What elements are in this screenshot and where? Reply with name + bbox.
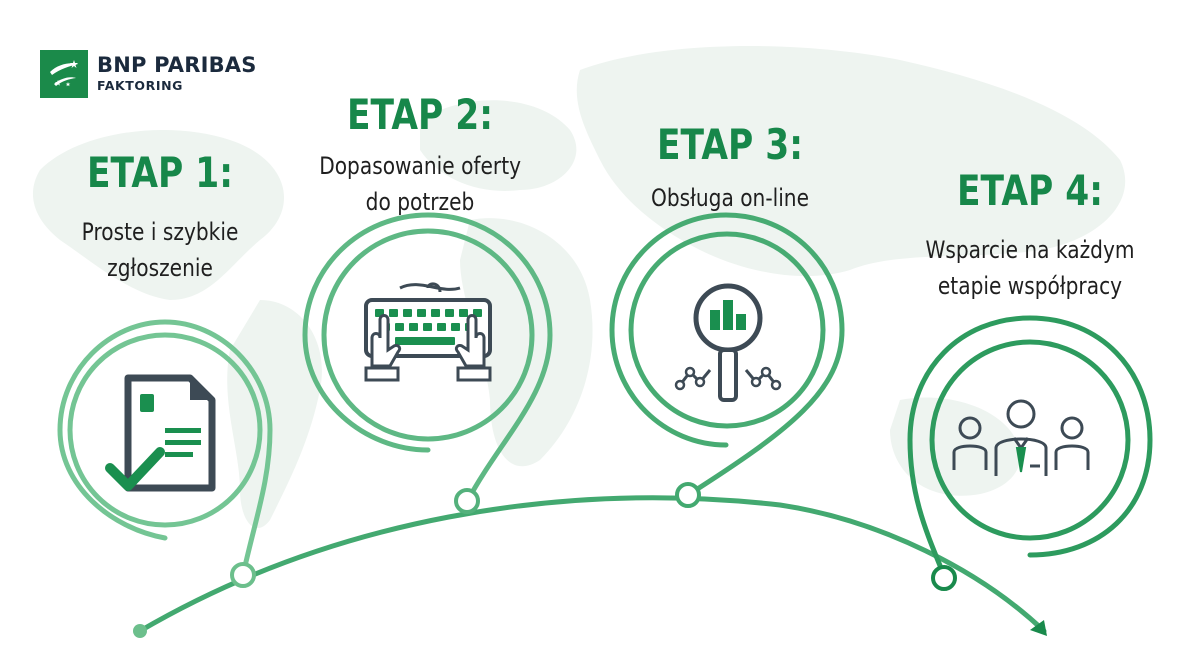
logo-subtitle: FAKTORING — [97, 78, 184, 94]
stage-2-text: ETAP 2: Dopasowanie oferty do potrzeb — [300, 94, 540, 220]
logo-name: BNP PARIBAS — [97, 53, 257, 78]
stage-3-title: ETAP 3: — [657, 120, 803, 169]
timeline-arc — [137, 495, 1047, 634]
magnifier-chart-icon — [674, 283, 782, 402]
stage-4-desc-line-1: Wsparcie na każdym — [925, 236, 1135, 264]
stage-2-desc-line-1: Dopasowanie oferty — [319, 152, 522, 180]
team-people-icon — [952, 399, 1090, 476]
bnp-stars-icon — [40, 50, 88, 98]
stage-1-ring — [57, 319, 273, 588]
stage-4-text: ETAP 4: Wsparcie na każdym etapie współp… — [905, 170, 1155, 304]
stage-2-ring — [302, 212, 553, 514]
stage-2-desc-line-2: do potrzeb — [365, 188, 475, 216]
bnp-paribas-logo: BNP PARIBAS FAKTORING — [40, 50, 257, 98]
stage-2-title: ETAP 2: — [347, 90, 493, 139]
keyboard-hands-icon — [364, 282, 492, 382]
document-check-icon — [105, 374, 216, 492]
stage-4-ring — [907, 315, 1153, 591]
stage-1-desc-line-2: zgłoszenie — [107, 254, 213, 282]
timeline-start-dot — [133, 624, 147, 638]
stage-4-title: ETAP 4: — [957, 166, 1103, 215]
stage-3-desc-line-1: Obsługa on-line — [650, 184, 809, 212]
stage-1-title: ETAP 1: — [87, 148, 233, 197]
stage-1-desc-line-1: Proste i szybkie — [81, 218, 239, 246]
stage-1-text: ETAP 1: Proste i szybkie zgłoszenie — [40, 152, 280, 286]
stage-4-desc-line-2: etapie współpracy — [937, 272, 1123, 300]
timeline-arrow-head — [1030, 620, 1047, 636]
stage-3-text: ETAP 3: Obsługa on-line — [610, 124, 850, 216]
stage-3-ring — [609, 212, 845, 508]
